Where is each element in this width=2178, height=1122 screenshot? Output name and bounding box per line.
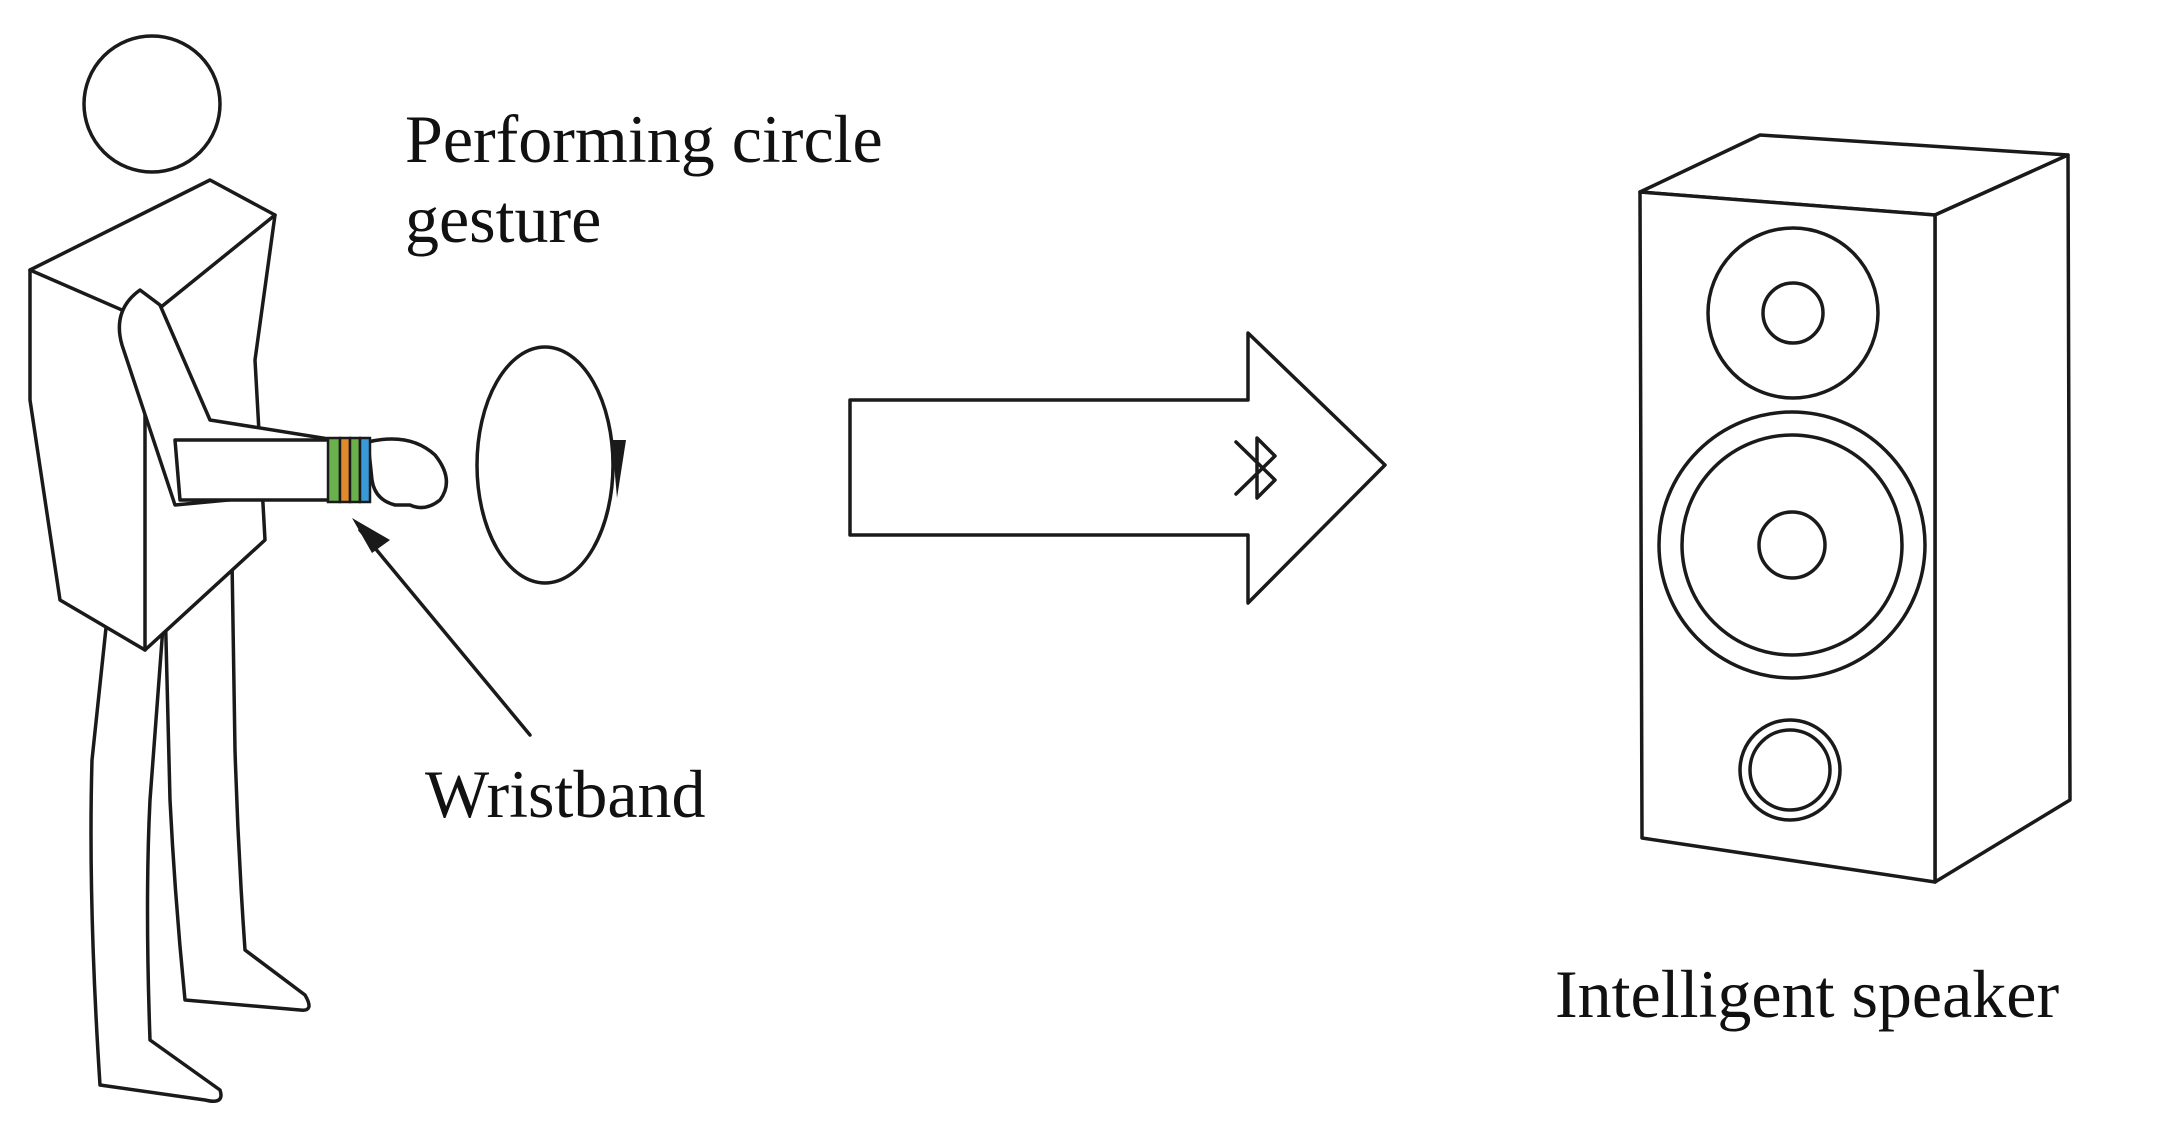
speaker-woofer-cap <box>1757 510 1827 580</box>
speaker-tweeter-outer <box>1706 226 1880 400</box>
speaker-woofer-outer <box>1657 410 1927 680</box>
wristband-label: Wristband <box>425 756 706 832</box>
person-left-leg <box>89 588 223 1103</box>
speaker-label: Intelligent speaker <box>1555 956 2060 1032</box>
pointer-arrowhead <box>352 518 390 553</box>
gesture-label: Performing circle gesture <box>405 100 883 260</box>
person-figure <box>28 34 449 1103</box>
gesture-label-line1: Performing circle <box>405 101 883 177</box>
person-forearm <box>173 438 337 502</box>
speaker-side <box>1933 153 2072 884</box>
person-head <box>82 34 222 174</box>
person-fist <box>366 437 449 510</box>
speaker-tweeter-inner <box>1761 281 1825 345</box>
speaker-front <box>1638 190 1937 884</box>
transmission-arrow <box>848 331 1387 605</box>
speaker-port-inner <box>1748 728 1832 812</box>
speaker-illustration <box>1638 133 2072 884</box>
wristband-device <box>326 436 372 504</box>
clockwise-circle-arrow-icon <box>475 345 626 585</box>
wristband-pointer <box>352 518 532 737</box>
speaker-woofer-ring <box>1680 433 1904 657</box>
person-right-leg <box>163 558 311 1012</box>
bluetooth-icon <box>1234 436 1277 500</box>
gesture-label-line2: gesture <box>405 181 602 258</box>
speaker-port-outer <box>1738 718 1842 822</box>
